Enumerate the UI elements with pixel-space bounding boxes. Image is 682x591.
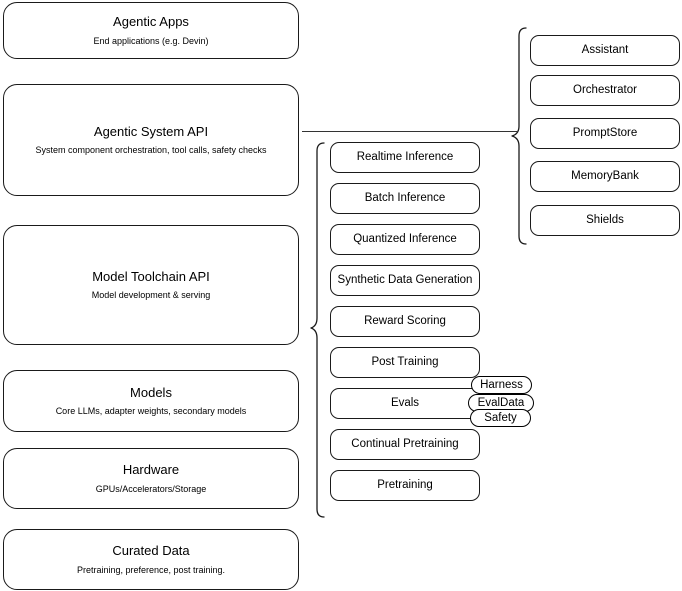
component-box-orchestrator[interactable]: Orchestrator [530, 75, 680, 106]
layer-title: Model Toolchain API [92, 268, 210, 284]
capability-label: Continual Pretraining [351, 438, 459, 451]
capability-label: Synthetic Data Generation [337, 274, 473, 287]
layer-box-model-toolchain-api[interactable]: Model Toolchain API Model development & … [3, 225, 299, 345]
component-box-assistant[interactable]: Assistant [530, 35, 680, 66]
capability-box-batch-inference[interactable]: Batch Inference [330, 183, 480, 214]
capability-label: Realtime Inference [356, 151, 454, 164]
evals-tag-label: EvalData [477, 397, 525, 409]
capability-label: Reward Scoring [364, 315, 446, 328]
layer-title: Agentic System API [93, 123, 209, 139]
component-box-promptstore[interactable]: PromptStore [530, 118, 680, 149]
evals-tag-safety[interactable]: Safety [470, 409, 531, 427]
capability-box-realtime-inference[interactable]: Realtime Inference [330, 142, 480, 173]
layer-subtitle: Pretraining, preference, post training. [76, 564, 226, 575]
layer-subtitle: Model development & serving [91, 290, 211, 300]
component-box-shields[interactable]: Shields [530, 205, 680, 236]
evals-tag-label: Harness [480, 379, 523, 391]
capability-box-synthetic-data-generation[interactable]: Synthetic Data Generation [330, 265, 480, 296]
capability-box-evals[interactable]: Evals [330, 388, 480, 419]
component-label: PromptStore [572, 127, 638, 140]
capability-box-post-training[interactable]: Post Training [330, 347, 480, 378]
component-label: Assistant [581, 44, 629, 57]
component-label: Shields [586, 214, 624, 227]
capability-box-continual-pretraining[interactable]: Continual Pretraining [330, 429, 480, 460]
component-label: Orchestrator [573, 84, 637, 97]
layer-subtitle: End applications (e.g. Devin) [93, 35, 209, 46]
capability-box-quantized-inference[interactable]: Quantized Inference [330, 224, 480, 255]
layer-box-agentic-apps[interactable]: Agentic Apps End applications (e.g. Devi… [3, 2, 299, 59]
layer-box-hardware[interactable]: Hardware GPUs/Accelerators/Storage [3, 448, 299, 509]
layer-title: Hardware [122, 462, 180, 478]
layer-title: Agentic Apps [113, 14, 189, 30]
connector-agentic-system-api-to-components [302, 131, 517, 133]
layer-title: Curated Data [112, 543, 190, 559]
capability-label: Batch Inference [364, 192, 446, 205]
capability-box-reward-scoring[interactable]: Reward Scoring [330, 306, 480, 337]
component-label: MemoryBank [571, 170, 639, 183]
evals-tag-label: Safety [484, 412, 517, 424]
layer-subtitle: Core LLMs, adapter weights, secondary mo… [55, 406, 247, 416]
capability-label: Evals [390, 397, 420, 410]
bracket-toolchain-capabilities [310, 142, 325, 518]
capability-label: Pretraining [377, 479, 433, 492]
capability-box-pretraining[interactable]: Pretraining [330, 470, 480, 501]
evals-tag-harness[interactable]: Harness [471, 376, 532, 394]
capability-label: Quantized Inference [353, 233, 457, 246]
bracket-system-components [511, 27, 527, 245]
component-box-memorybank[interactable]: MemoryBank [530, 161, 680, 192]
capability-label: Post Training [371, 356, 439, 369]
layer-title: Models [130, 384, 172, 400]
layer-subtitle: GPUs/Accelerators/Storage [95, 483, 207, 494]
layer-subtitle: System component orchestration, tool cal… [35, 145, 267, 155]
layer-box-curated-data[interactable]: Curated Data Pretraining, preference, po… [3, 529, 299, 590]
layer-box-models[interactable]: Models Core LLMs, adapter weights, secon… [3, 370, 299, 432]
layer-box-agentic-system-api[interactable]: Agentic System API System component orch… [3, 84, 299, 196]
